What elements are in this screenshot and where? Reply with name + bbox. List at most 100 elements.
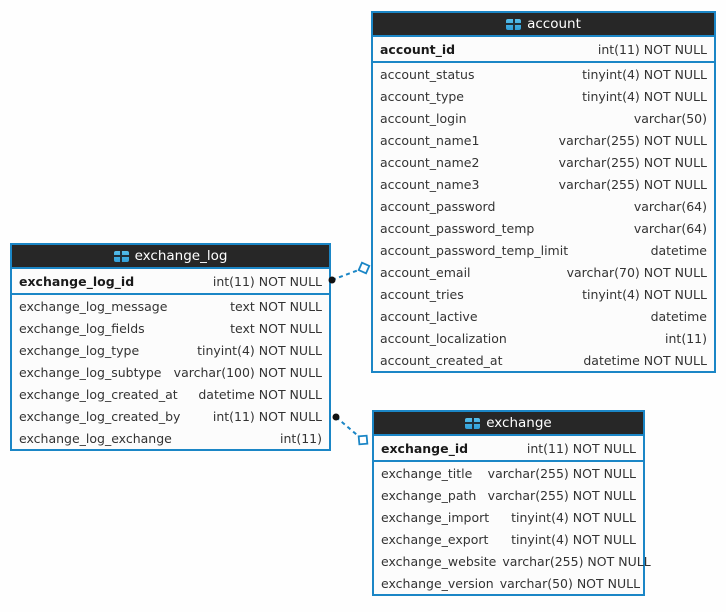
column-type: varchar(70) NOT NULL	[566, 264, 707, 280]
column-name: account_tries	[380, 286, 464, 302]
column-type: tinyint(4) NOT NULL	[582, 66, 707, 82]
column-name: exchange_log_created_by	[19, 408, 181, 424]
column-type: int(11)	[280, 430, 322, 446]
column-row: exchange_log_fields text NOT NULL	[12, 317, 329, 339]
table-node-exchange-log[interactable]: exchange_log exchange_log_id int(11) NOT…	[10, 243, 331, 451]
table-title: exchange_log	[134, 248, 228, 264]
column-name: account_created_at	[380, 352, 503, 368]
primary-key-type: int(11) NOT NULL	[597, 41, 707, 57]
column-type: datetime NOT NULL	[198, 386, 322, 402]
column-name: exchange_log_message	[19, 298, 168, 314]
column-type: tinyint(4) NOT NULL	[582, 88, 707, 104]
column-row: account_lactive datetime	[373, 305, 714, 327]
column-name: account_name1	[380, 132, 480, 148]
column-type: tinyint(4) NOT NULL	[511, 531, 636, 547]
column-row: exchange_log_subtype varchar(100) NOT NUL…	[12, 361, 329, 383]
column-name: account_localization	[380, 330, 507, 346]
table-node-account[interactable]: account account_id int(11) NOT NULL acco…	[371, 11, 716, 373]
column-type: varchar(255) NOT NULL	[502, 553, 651, 569]
column-row: account_password_temp varchar(64)	[373, 217, 714, 239]
primary-key-row: account_id int(11) NOT NULL	[373, 37, 714, 63]
relationship-line[interactable]	[335, 416, 364, 441]
column-type: datetime	[650, 308, 707, 324]
column-row: account_password_temp_limit datetime	[373, 239, 714, 261]
column-name: exchange_title	[381, 465, 473, 481]
column-row: account_tries tinyint(4) NOT NULL	[373, 283, 714, 305]
column-type: datetime NOT NULL	[583, 352, 707, 368]
column-row: account_email varchar(70) NOT NULL	[373, 261, 714, 283]
column-type: datetime	[650, 242, 707, 258]
relationship-exchange-log-account[interactable]	[328, 261, 371, 284]
table-header[interactable]: exchange	[374, 412, 643, 436]
column-type: varchar(255) NOT NULL	[487, 487, 636, 503]
column-type: varchar(64)	[633, 220, 707, 236]
column-name: account_name3	[380, 176, 480, 192]
column-row: account_created_at datetime NOT NULL	[373, 349, 714, 371]
column-type: text NOT NULL	[230, 298, 322, 314]
table-title: account	[527, 16, 581, 32]
column-row: exchange_log_type tinyint(4) NOT NULL	[12, 339, 329, 361]
column-row: account_type tinyint(4) NOT NULL	[373, 85, 714, 107]
column-name: account_name2	[380, 154, 480, 170]
column-name: account_type	[380, 88, 464, 104]
column-row: account_name1 varchar(255) NOT NULL	[373, 129, 714, 151]
connector-diamond	[357, 434, 369, 446]
table-header[interactable]: account	[373, 13, 714, 37]
connector-dot	[332, 413, 340, 421]
column-name: exchange_log_subtype	[19, 364, 162, 380]
column-name: exchange_website	[381, 553, 497, 569]
primary-key-name: exchange_id	[381, 440, 469, 456]
column-type: int(11) NOT NULL	[212, 408, 322, 424]
column-row: exchange_path varchar(255) NOT NULL	[374, 484, 643, 506]
column-name: account_lactive	[380, 308, 478, 324]
column-name: account_login	[380, 110, 467, 126]
table-icon	[506, 18, 522, 30]
column-type: tinyint(4) NOT NULL	[197, 342, 322, 358]
column-type: text NOT NULL	[230, 320, 322, 336]
primary-key-row: exchange_id int(11) NOT NULL	[374, 436, 643, 462]
column-row: exchange_title varchar(255) NOT NULL	[374, 462, 643, 484]
column-type: varchar(100) NOT NULL	[173, 364, 322, 380]
column-row: exchange_version varchar(50) NOT NULL	[374, 572, 643, 594]
relationship-exchange-log-exchange[interactable]	[332, 413, 369, 446]
column-type: varchar(255) NOT NULL	[558, 176, 707, 192]
column-row: exchange_log_created_at datetime NOT NULL	[12, 383, 329, 405]
column-name: exchange_version	[381, 575, 494, 591]
column-name: exchange_log_created_at	[19, 386, 178, 402]
column-row: exchange_log_message text NOT NULL	[12, 295, 329, 317]
column-type: varchar(255) NOT NULL	[487, 465, 636, 481]
column-name: account_email	[380, 264, 471, 280]
column-name: account_password_temp_limit	[380, 242, 569, 258]
column-row: account_status tinyint(4) NOT NULL	[373, 63, 714, 85]
table-title: exchange	[486, 415, 552, 431]
column-name: account_status	[380, 66, 475, 82]
column-type: varchar(64)	[633, 198, 707, 214]
column-row: exchange_website varchar(255) NOT NULL	[374, 550, 651, 572]
column-type: varchar(50) NOT NULL	[499, 575, 641, 591]
column-row: account_localization int(11)	[373, 327, 714, 349]
column-name: exchange_log_fields	[19, 320, 145, 336]
column-row: exchange_log_created_by int(11) NOT NULL	[12, 405, 329, 427]
column-name: account_password_temp	[380, 220, 535, 236]
column-name: exchange_path	[381, 487, 477, 503]
table-header[interactable]: exchange_log	[12, 245, 329, 269]
table-icon	[465, 417, 481, 429]
column-type: varchar(255) NOT NULL	[558, 132, 707, 148]
relationship-line[interactable]	[331, 267, 365, 281]
column-type: int(11)	[665, 330, 707, 346]
column-name: exchange_log_exchange	[19, 430, 172, 446]
connector-diamond	[357, 261, 371, 275]
table-node-exchange[interactable]: exchange exchange_id int(11) NOT NULL ex…	[372, 410, 651, 596]
primary-key-type: int(11) NOT NULL	[526, 440, 636, 456]
column-type: tinyint(4) NOT NULL	[582, 286, 707, 302]
column-row: exchange_log_exchange int(11)	[12, 427, 329, 449]
column-name: exchange_log_type	[19, 342, 140, 358]
